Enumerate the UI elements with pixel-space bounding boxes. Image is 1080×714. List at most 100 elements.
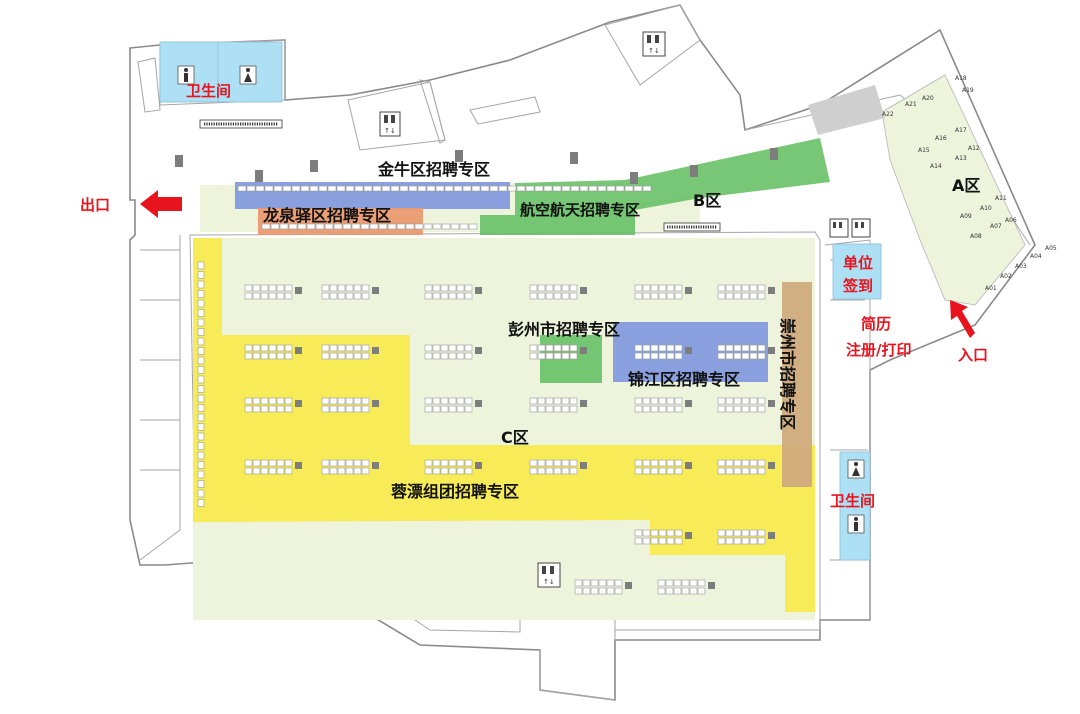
booth[interactable] bbox=[456, 467, 465, 475]
booth[interactable] bbox=[733, 537, 742, 545]
booth[interactable] bbox=[435, 185, 445, 192]
booth[interactable] bbox=[197, 423, 205, 431]
booth[interactable] bbox=[725, 292, 734, 300]
booth[interactable] bbox=[321, 397, 330, 405]
booth[interactable] bbox=[284, 397, 293, 405]
booth[interactable] bbox=[749, 467, 758, 475]
booth[interactable] bbox=[634, 344, 643, 352]
booth[interactable] bbox=[553, 467, 562, 475]
booth[interactable] bbox=[717, 459, 726, 467]
booth[interactable] bbox=[284, 344, 293, 352]
booth[interactable] bbox=[650, 405, 659, 413]
booth[interactable] bbox=[633, 185, 643, 192]
booth[interactable] bbox=[448, 292, 457, 300]
booth[interactable] bbox=[674, 292, 683, 300]
booth[interactable] bbox=[424, 467, 433, 475]
booth[interactable] bbox=[329, 344, 338, 352]
booth[interactable] bbox=[569, 405, 578, 413]
booth[interactable] bbox=[741, 405, 750, 413]
booth[interactable] bbox=[553, 344, 562, 352]
booth[interactable] bbox=[321, 352, 330, 360]
booth[interactable] bbox=[480, 185, 490, 192]
booth[interactable] bbox=[749, 284, 758, 292]
booth[interactable] bbox=[424, 352, 433, 360]
booth[interactable] bbox=[666, 397, 675, 405]
escalator-icon[interactable] bbox=[663, 222, 721, 232]
booth[interactable] bbox=[197, 480, 205, 488]
booth[interactable] bbox=[329, 397, 338, 405]
booth[interactable] bbox=[642, 537, 651, 545]
booth[interactable] bbox=[561, 284, 570, 292]
booth[interactable] bbox=[268, 352, 277, 360]
booth[interactable] bbox=[450, 223, 460, 230]
booth[interactable] bbox=[268, 467, 277, 475]
booth[interactable] bbox=[353, 467, 362, 475]
booth[interactable] bbox=[432, 284, 441, 292]
booth[interactable] bbox=[197, 461, 205, 469]
booth[interactable] bbox=[321, 292, 330, 300]
booth[interactable] bbox=[666, 292, 675, 300]
booth[interactable] bbox=[681, 579, 690, 587]
booth[interactable] bbox=[260, 467, 269, 475]
booth[interactable] bbox=[741, 467, 750, 475]
booth[interactable] bbox=[634, 467, 643, 475]
booth[interactable] bbox=[582, 587, 591, 595]
booth[interactable] bbox=[741, 344, 750, 352]
booth[interactable] bbox=[244, 459, 253, 467]
booth[interactable] bbox=[321, 459, 330, 467]
booth[interactable] bbox=[432, 223, 442, 230]
booth[interactable] bbox=[717, 292, 726, 300]
booth[interactable] bbox=[297, 223, 307, 230]
booth[interactable] bbox=[456, 292, 465, 300]
booth[interactable] bbox=[260, 397, 269, 405]
booth[interactable] bbox=[270, 223, 280, 230]
signin-fill[interactable] bbox=[832, 243, 882, 300]
booth[interactable] bbox=[552, 185, 562, 192]
booth[interactable] bbox=[351, 223, 361, 230]
booth[interactable] bbox=[360, 223, 370, 230]
booth[interactable] bbox=[574, 579, 583, 587]
booth[interactable] bbox=[261, 223, 271, 230]
booth[interactable] bbox=[345, 352, 354, 360]
booth[interactable] bbox=[642, 352, 651, 360]
booth[interactable] bbox=[369, 223, 379, 230]
booth[interactable] bbox=[658, 284, 667, 292]
booth[interactable] bbox=[658, 344, 667, 352]
booth[interactable] bbox=[615, 185, 625, 192]
booth[interactable] bbox=[432, 397, 441, 405]
elevator-icon[interactable] bbox=[851, 218, 871, 238]
booth[interactable] bbox=[733, 352, 742, 360]
booth[interactable] bbox=[260, 459, 269, 467]
booth[interactable] bbox=[197, 347, 205, 355]
booth[interactable] bbox=[255, 185, 265, 192]
booth[interactable] bbox=[342, 223, 352, 230]
brown-zone-chongzhou[interactable] bbox=[782, 282, 812, 487]
booth[interactable] bbox=[345, 344, 354, 352]
booth[interactable] bbox=[529, 284, 538, 292]
booth[interactable] bbox=[689, 587, 698, 595]
booth[interactable] bbox=[252, 284, 261, 292]
booth[interactable] bbox=[244, 405, 253, 413]
booth[interactable] bbox=[448, 467, 457, 475]
booth[interactable] bbox=[276, 405, 285, 413]
booth[interactable] bbox=[260, 344, 269, 352]
booth[interactable] bbox=[545, 292, 554, 300]
booth[interactable] bbox=[624, 185, 634, 192]
booth[interactable] bbox=[537, 344, 546, 352]
booth[interactable] bbox=[697, 587, 706, 595]
booth[interactable] bbox=[440, 405, 449, 413]
booth[interactable] bbox=[462, 185, 472, 192]
booth[interactable] bbox=[634, 459, 643, 467]
booth[interactable] bbox=[264, 185, 274, 192]
booth[interactable] bbox=[252, 459, 261, 467]
booth[interactable] bbox=[529, 405, 538, 413]
booth[interactable] bbox=[448, 405, 457, 413]
booth[interactable] bbox=[361, 284, 370, 292]
booth[interactable] bbox=[244, 467, 253, 475]
booth[interactable] bbox=[197, 299, 205, 308]
booth[interactable] bbox=[569, 459, 578, 467]
booth[interactable] bbox=[658, 529, 667, 537]
booth[interactable] bbox=[642, 344, 651, 352]
booth[interactable] bbox=[423, 223, 433, 230]
booth[interactable] bbox=[507, 185, 517, 192]
